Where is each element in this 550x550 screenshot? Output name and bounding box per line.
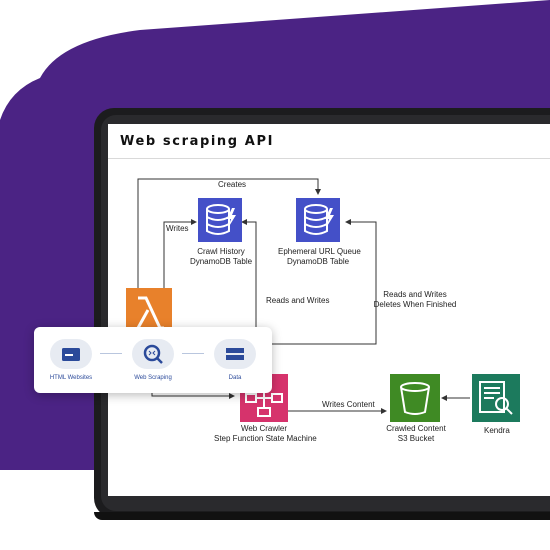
web-scraping-step xyxy=(132,339,174,369)
edge-label-writes: Writes xyxy=(166,224,189,233)
arrow-right-icon xyxy=(100,353,122,354)
edge-label-reads-writes-deletes: Reads and Writes Deletes When Finished xyxy=(373,290,457,309)
dynamodb-icon xyxy=(296,198,340,247)
kendra-icon xyxy=(472,374,520,427)
edge-label-writes-content: Writes Content xyxy=(322,400,375,409)
web-crawler-label: Web Crawler Step Function State Machine xyxy=(214,424,317,443)
page-title: Web scraping API xyxy=(120,134,275,149)
title-divider xyxy=(108,158,550,159)
crawled-content-label: Crawled Content S3 Bucket xyxy=(386,424,446,443)
diagram-screen: Web scraping API xyxy=(108,124,550,496)
kendra-label: Kendra xyxy=(484,426,510,435)
arrow-right-icon xyxy=(182,353,204,354)
flow-step-label: HTML Websites xyxy=(49,375,93,381)
flow-step-label: Data xyxy=(228,375,242,381)
data-step xyxy=(214,339,256,369)
s3-bucket-icon xyxy=(390,374,440,427)
html-website-step xyxy=(50,339,92,369)
data-icon xyxy=(226,348,244,360)
html-website-icon xyxy=(62,348,80,361)
flow-card: HTML Websites Web Scraping Data xyxy=(34,327,272,393)
flow-step-label: Web Scraping xyxy=(134,375,172,381)
crawl-history-label: Crawl History DynamoDB Table xyxy=(189,247,253,266)
url-queue-label: Ephemeral URL Queue DynamoDB Table xyxy=(278,247,361,266)
connector-lines xyxy=(137,178,470,414)
edge-label-reads-writes: Reads and Writes xyxy=(266,296,330,305)
edge-label-creates: Creates xyxy=(218,180,247,189)
dynamodb-icon xyxy=(198,198,242,247)
web-scraping-icon xyxy=(143,344,163,364)
laptop-base xyxy=(94,512,550,520)
